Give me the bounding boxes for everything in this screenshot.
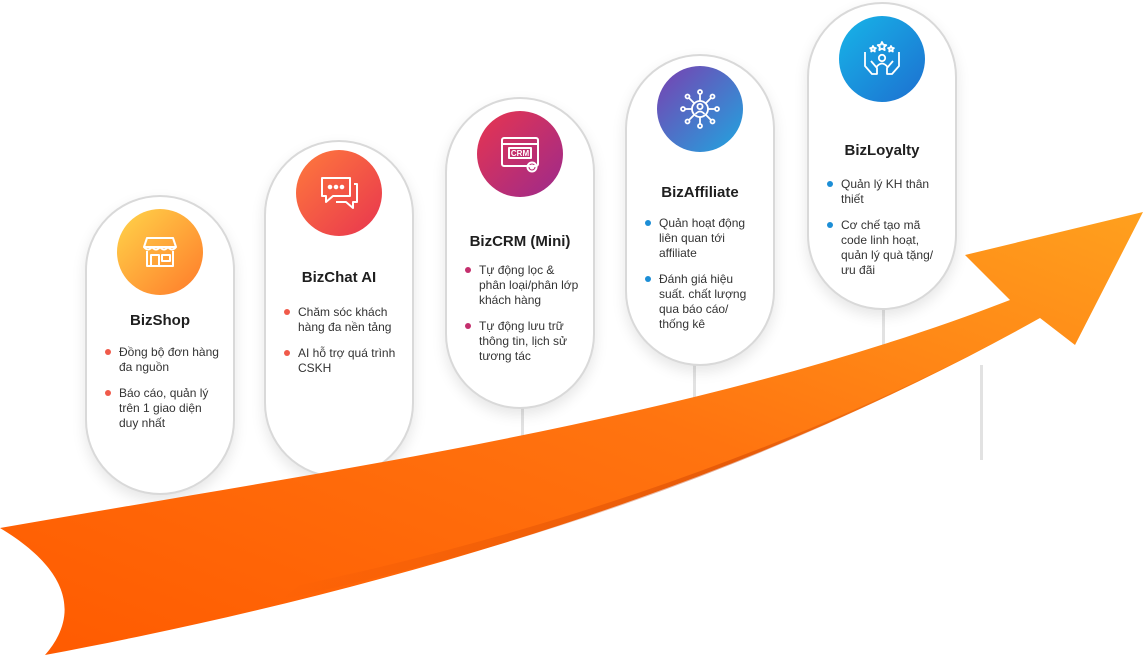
card-stem-extra xyxy=(980,365,983,460)
bizloyalty-badge xyxy=(839,16,925,102)
list-item: Tự động lưu trữ thông tin, lịch sử tương… xyxy=(465,319,581,364)
arrow-body xyxy=(0,212,1143,655)
bullet-dot xyxy=(465,267,471,273)
bizaffiliate-badge xyxy=(657,66,743,152)
card-stem-bizloyalty xyxy=(882,300,885,370)
list-item: Tự động lọc & phân loại/phân lớp khách h… xyxy=(465,263,581,308)
bizloyalty-bullets: Quản lý KH thân thiết Cơ chế tạo mã code… xyxy=(827,177,943,289)
list-item: Cơ chế tạo mã code linh hoạt, quản lý qu… xyxy=(827,218,943,278)
bullet-dot xyxy=(284,350,290,356)
bullet-dot xyxy=(465,323,471,329)
bizshop-bullets: Đồng bộ đơn hàng đa nguồn Báo cáo, quản … xyxy=(105,345,221,442)
list-item: Báo cáo, quản lý trên 1 giao diện duy nh… xyxy=(105,386,221,431)
bizaffiliate-bullets: Quản hoạt động liên quan tới affiliate Đ… xyxy=(645,216,761,343)
bizcrm-title: BizCRM (Mini) xyxy=(469,233,571,250)
bullet-dot xyxy=(827,181,833,187)
crm-icon-label: CRM xyxy=(511,149,530,158)
bizcrm-badge: CRM xyxy=(477,111,563,197)
bizaffiliate-title: BizAffiliate xyxy=(661,184,739,201)
bullet-dot xyxy=(645,220,651,226)
chat-bubble-icon xyxy=(321,177,358,209)
card-bizshop: BizShop Đồng bộ đơn hàng đa nguồn Báo cá… xyxy=(85,195,235,495)
card-bizchat-ai: BizChat AI Chăm sóc khách hàng đa nền tả… xyxy=(264,140,414,478)
list-item: Quản lý KH thân thiết xyxy=(827,177,943,207)
list-item: Chăm sóc khách hàng đa nền tảng xyxy=(284,305,400,335)
card-bizloyalty: BizLoyalty Quản lý KH thân thiết Cơ chế … xyxy=(807,2,957,310)
bizloyalty-title: BizLoyalty xyxy=(844,142,920,159)
crm-window-icon: CRM xyxy=(501,137,539,173)
bullet-dot xyxy=(105,349,111,355)
hands-user-stars-icon xyxy=(864,41,900,75)
bizchat-bullets: Chăm sóc khách hàng đa nền tảng AI hỗ tr… xyxy=(284,305,400,387)
list-item: Đồng bộ đơn hàng đa nguồn xyxy=(105,345,221,375)
bullet-dot xyxy=(645,276,651,282)
bizshop-badge xyxy=(117,209,203,295)
card-bizcrm-mini: CRM BizCRM (Mini) Tự động lọc & phân loạ… xyxy=(445,97,595,409)
list-item: Quản hoạt động liên quan tới affiliate xyxy=(645,216,761,261)
bizchat-title: BizChat AI xyxy=(301,269,377,286)
bizshop-title: BizShop xyxy=(130,312,190,329)
bullet-dot xyxy=(827,222,833,228)
storefront-icon xyxy=(143,237,177,267)
bizchat-badge xyxy=(296,150,382,236)
bullet-dot xyxy=(284,309,290,315)
network-user-icon xyxy=(680,89,720,129)
list-item: Đánh giá hiệu suất. chất lượng qua báo c… xyxy=(645,272,761,332)
bizcrm-bullets: Tự động lọc & phân loại/phân lớp khách h… xyxy=(465,263,581,375)
bullet-dot xyxy=(105,390,111,396)
card-bizaffiliate: BizAffiliate Quản hoạt động liên quan tớ… xyxy=(625,54,775,366)
list-item: AI hỗ trợ quá trình CSKH xyxy=(284,346,400,376)
